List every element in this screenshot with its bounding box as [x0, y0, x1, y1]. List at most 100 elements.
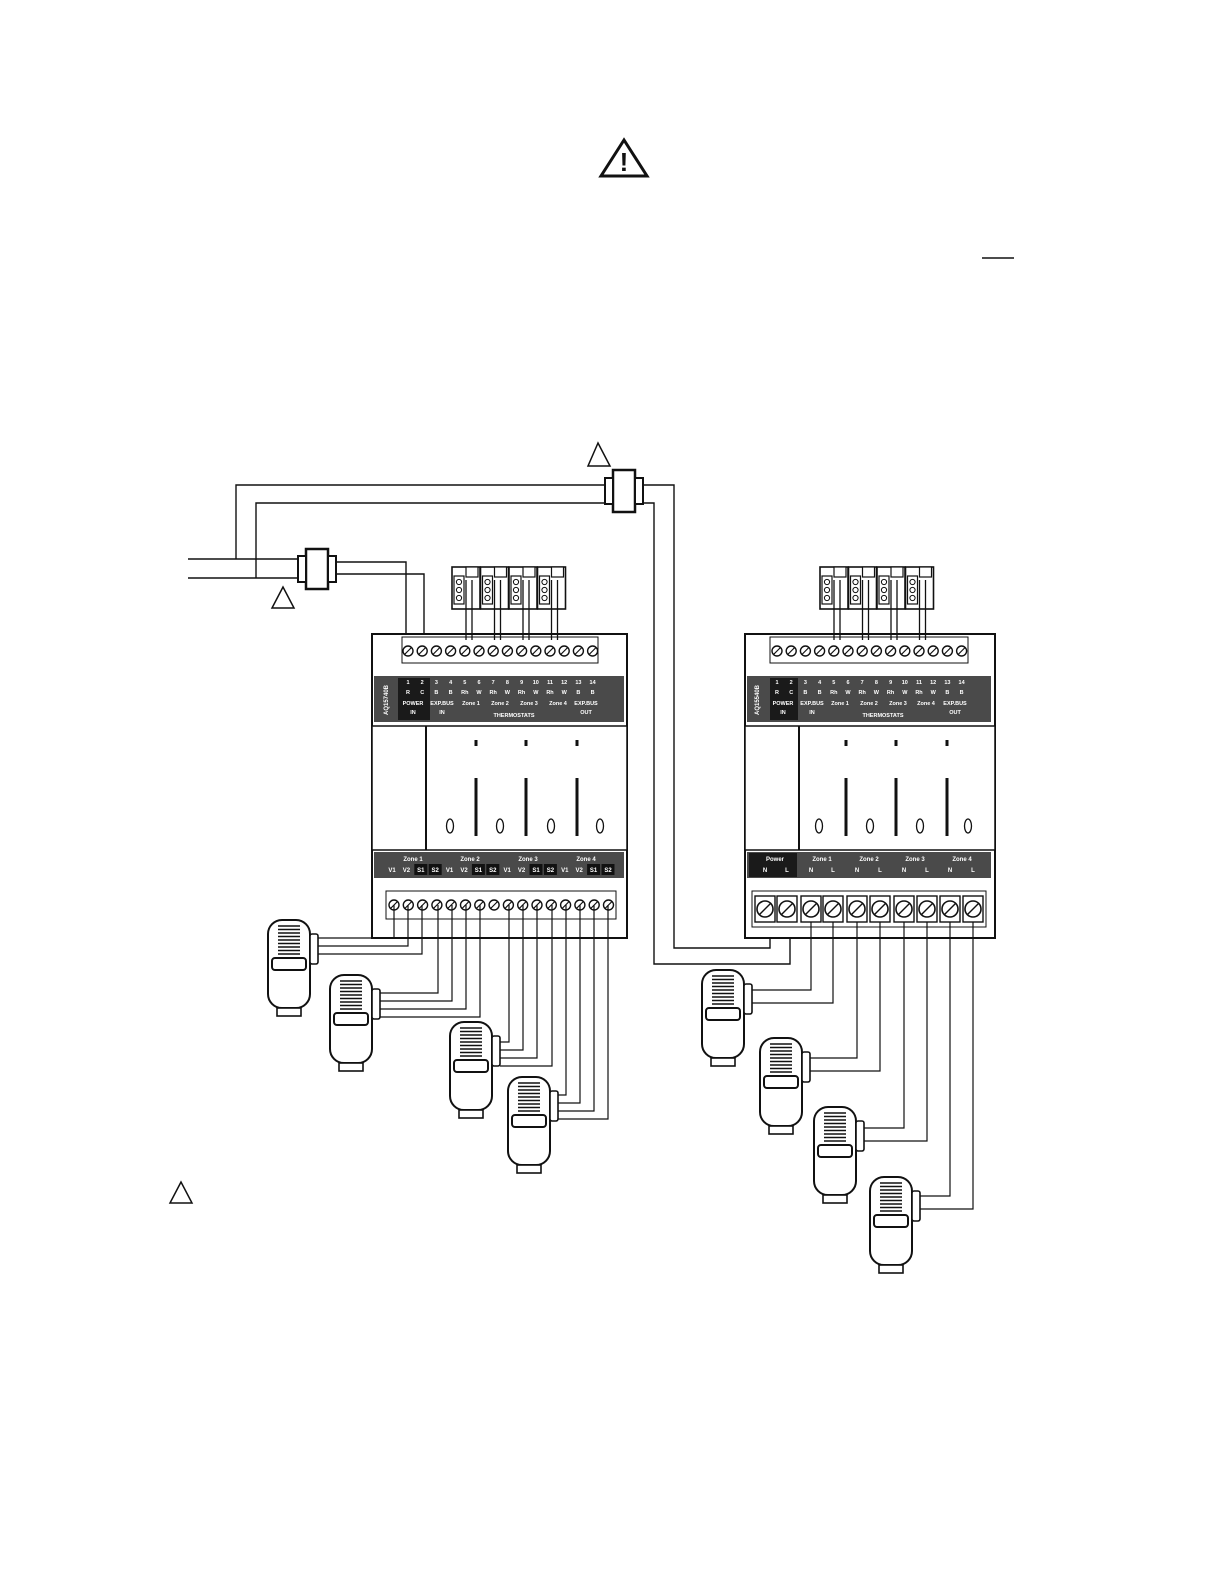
indicator-led [495, 818, 505, 834]
terminal-number: 5 [832, 680, 835, 686]
bottom-terminal-label: L [925, 868, 929, 874]
indicator-mark [945, 740, 949, 746]
zone-label: Zone 1 [812, 857, 832, 863]
screw-slot [815, 647, 824, 655]
terminal-group-label: EXP.BUS [800, 701, 824, 707]
zone-label: Zone 3 [905, 857, 925, 863]
indicator-led [445, 818, 455, 834]
actuator-window [873, 1214, 909, 1228]
connector-pin [852, 578, 859, 586]
actuator-wire [500, 905, 553, 1067]
status-indicators [445, 740, 605, 836]
thermostat-connector-icon [876, 566, 906, 640]
terminal-group-label: EXP.BUS [574, 701, 598, 707]
connector-pin [455, 578, 463, 586]
actuator-icon [701, 969, 753, 1067]
terminal-group-label: IN [809, 710, 815, 716]
right-zone-module: AQ15540B 1R2C3B4B5Rh6W7Rh8W9Rh10W11Rh12W… [744, 633, 996, 939]
bottom-terminal-label: V2 [403, 868, 411, 874]
top-terminal-labels: 1R2C3B4B5Rh6W7Rh8W9Rh10W11Rh12W13B14BPOW… [773, 680, 967, 716]
screw-slot [827, 903, 839, 915]
screw-slot [874, 903, 886, 915]
thermostat-connector-icon [508, 566, 538, 640]
bottom-terminal-label: N [809, 868, 813, 874]
screw-slot [546, 647, 554, 655]
wire-connector-icon [297, 547, 337, 591]
terminal-number: 13 [944, 680, 950, 686]
connector-pin [909, 594, 916, 602]
actuator-base [338, 1062, 364, 1072]
indicator-bar [844, 778, 848, 836]
indicator-mark [844, 740, 848, 746]
indicator-bar [524, 778, 528, 836]
terminal-letter: C [420, 690, 424, 696]
screw-slot [432, 901, 441, 909]
screw-slot [805, 903, 817, 915]
actuator-window [333, 1012, 369, 1026]
terminal-number: 3 [435, 680, 438, 686]
screw-slot [829, 647, 838, 655]
actuator-wire [864, 922, 928, 1142]
terminal-number: 6 [477, 680, 480, 686]
screw-slot [489, 647, 498, 655]
actuator-wire [500, 905, 524, 1051]
actuator-wire [920, 922, 951, 1197]
thermostat-connectors-right [819, 566, 935, 640]
actuator-wires [318, 905, 974, 1210]
screw-slot [447, 901, 456, 909]
screw-slot [460, 647, 469, 655]
module-model-label: AQ15740B [384, 684, 390, 715]
screw-slot [531, 647, 540, 655]
terminal-number: 4 [818, 680, 822, 686]
zone-label: Zone 2 [859, 857, 879, 863]
actuator-cable-gland [911, 1190, 921, 1222]
screw-slot [404, 647, 412, 655]
terminal-letter: B [803, 690, 807, 696]
screw-slot [446, 647, 455, 655]
terminal-letter: Rh [518, 690, 526, 696]
actuator-wire [380, 905, 467, 1010]
terminal-letter: W [902, 690, 908, 696]
actuator-wire [500, 905, 538, 1059]
terminal-number: 11 [547, 680, 553, 686]
connector-pin [512, 586, 520, 594]
indicator-mark [575, 740, 579, 746]
screw-slot [957, 647, 966, 655]
screw-slot [773, 647, 781, 655]
terminal-letter: B [576, 690, 580, 696]
screw-slot [898, 903, 910, 915]
terminal-number: 3 [804, 680, 807, 686]
actuator-wire [920, 922, 974, 1210]
thermostat-connector-icon [536, 566, 567, 640]
terminal-letter: W [505, 690, 511, 696]
terminal-tag [587, 864, 601, 875]
connector-tab [522, 566, 536, 578]
terminal-group-label: IN [410, 710, 416, 716]
terminal-tag [529, 864, 543, 875]
connector-pin [823, 594, 831, 602]
terminal-letter: R [406, 690, 410, 696]
actuator-wire [318, 905, 395, 939]
connector-tab [890, 566, 904, 578]
terminal-group-label: EXP.BUS [943, 701, 967, 707]
actuator-cable-gland [549, 1090, 559, 1122]
terminal-letter: Rh [915, 690, 923, 696]
actuator-wire [380, 905, 439, 994]
connector-pin [880, 578, 888, 586]
actuator-window [511, 1114, 547, 1128]
zone-label: Zone 3 [518, 857, 538, 863]
terminal-group-label: Zone 4 [917, 701, 936, 707]
connector-pin [484, 594, 491, 602]
bottom-terminal-label: L [831, 868, 835, 874]
terminal-letter: B [434, 690, 438, 696]
actuator-cable-gland [855, 1120, 865, 1152]
bottom-terminal-label: S2 [489, 868, 497, 874]
actuator-icon [507, 1076, 559, 1174]
connector-pin [909, 578, 916, 586]
indicator-bar [945, 778, 949, 836]
screw-slot [588, 647, 597, 655]
screw-slot [418, 647, 427, 655]
bottom-terminal-label: V2 [576, 868, 584, 874]
